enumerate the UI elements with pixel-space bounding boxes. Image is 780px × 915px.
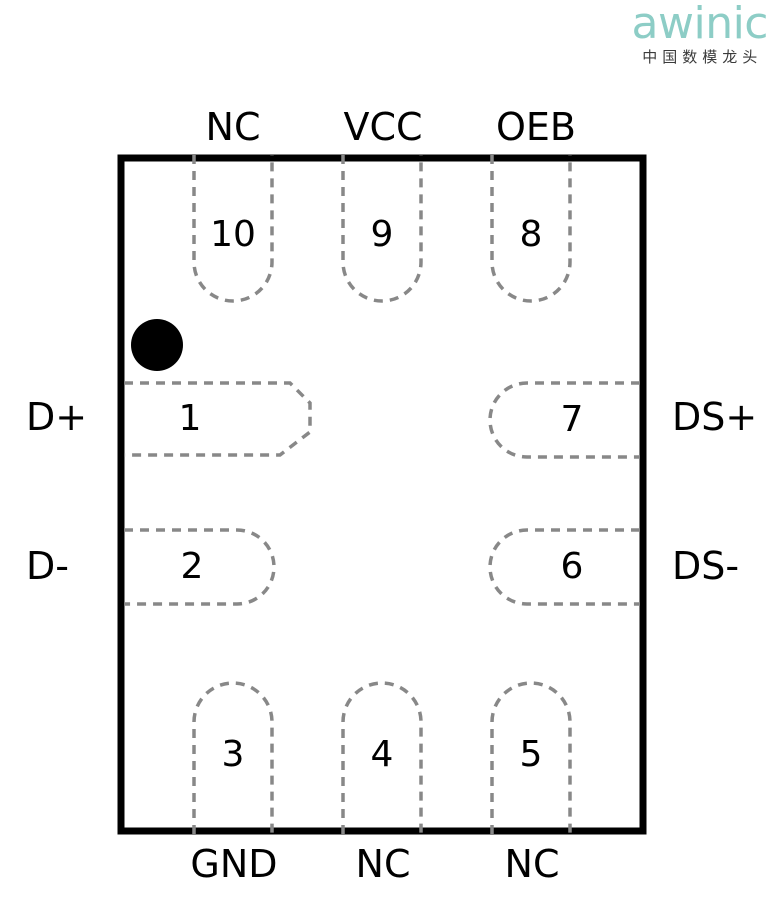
brand-wordmark: awinic: [631, 0, 769, 49]
pin-label-6-dsminus: DS-: [672, 544, 740, 588]
pad-outline-9: [341, 155, 423, 303]
pin-label-2-dminus: D-: [26, 544, 69, 588]
pad-outline-1: [124, 381, 312, 457]
pin-label-7-dsplus: DS+: [672, 395, 758, 439]
pin-label-5-nc: NC: [504, 842, 560, 886]
pad-outline-10: [192, 155, 274, 303]
pin-label-4-nc: NC: [355, 842, 411, 886]
pad-outline-6: [488, 528, 640, 606]
pad-outline-2: [124, 528, 276, 606]
pin-label-3-gnd: GND: [190, 842, 278, 886]
pin1-dot-icon: [131, 319, 183, 371]
pin-label-1-dplus: D+: [26, 395, 88, 439]
chip-body-outline: [117, 154, 647, 835]
pin-label-10-nc: NC: [205, 105, 261, 149]
pin-label-9-vcc: VCC: [343, 105, 423, 149]
pad-outline-8: [490, 155, 572, 303]
brand-subtitle: 中国数模龙头: [642, 48, 763, 66]
pad-outline-7: [488, 381, 640, 459]
brand-logo: awinic 中国数模龙头: [631, 0, 769, 66]
pin-label-8-oeb: OEB: [496, 105, 576, 149]
